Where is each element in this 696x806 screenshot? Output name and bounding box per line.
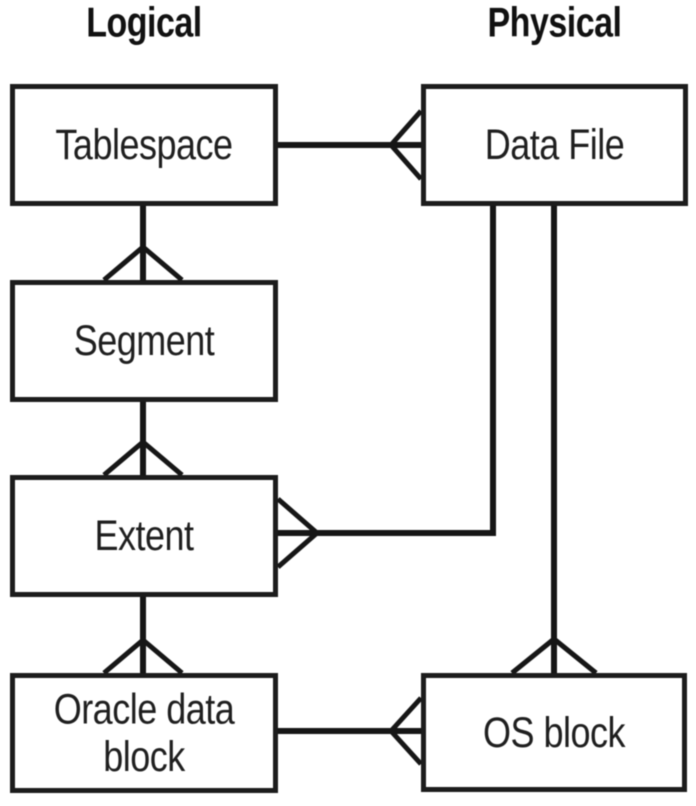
- crow-foot-many-marker: [102, 440, 184, 477]
- crow-foot-many-marker: [102, 245, 184, 282]
- node-segment-label: Segment: [73, 316, 215, 365]
- crow-foot-many-marker: [276, 497, 319, 569]
- node-oracle-data-block-label: Oracle data block: [53, 685, 235, 781]
- edge-datafile-extent: [276, 203, 496, 569]
- node-extent: Extent: [10, 475, 278, 597]
- column-heading-logical-label: Logical: [86, 0, 202, 47]
- crow-foot-many-marker: [389, 109, 423, 181]
- node-extent-label: Extent: [94, 511, 194, 560]
- node-segment: Segment: [10, 280, 278, 402]
- node-oracle-data-block: Oracle data block: [10, 673, 278, 793]
- edge-oracle-block-osblock: [278, 696, 423, 766]
- node-data-file: Data File: [421, 84, 688, 206]
- column-heading-physical-label: Physical: [487, 0, 622, 47]
- column-heading-physical: Physical: [421, 0, 688, 46]
- edge-datafile-osblock: [510, 203, 598, 675]
- node-os-block-label: OS block: [482, 707, 626, 757]
- crow-foot-many-marker: [389, 696, 423, 766]
- node-tablespace-label: Tablespace: [55, 120, 233, 169]
- node-data-file-label: Data File: [484, 120, 625, 169]
- crow-foot-many-marker: [102, 638, 184, 675]
- node-tablespace: Tablespace: [10, 84, 278, 206]
- node-os-block: OS block: [421, 673, 687, 792]
- edge-segment-extent: [102, 400, 184, 477]
- edge-tablespace-datafile: [278, 109, 423, 181]
- crow-foot-many-marker: [510, 637, 598, 675]
- edge-extent-oracle-block: [102, 595, 184, 675]
- column-heading-logical: Logical: [10, 0, 278, 46]
- edge-tablespace-segment: [102, 203, 184, 282]
